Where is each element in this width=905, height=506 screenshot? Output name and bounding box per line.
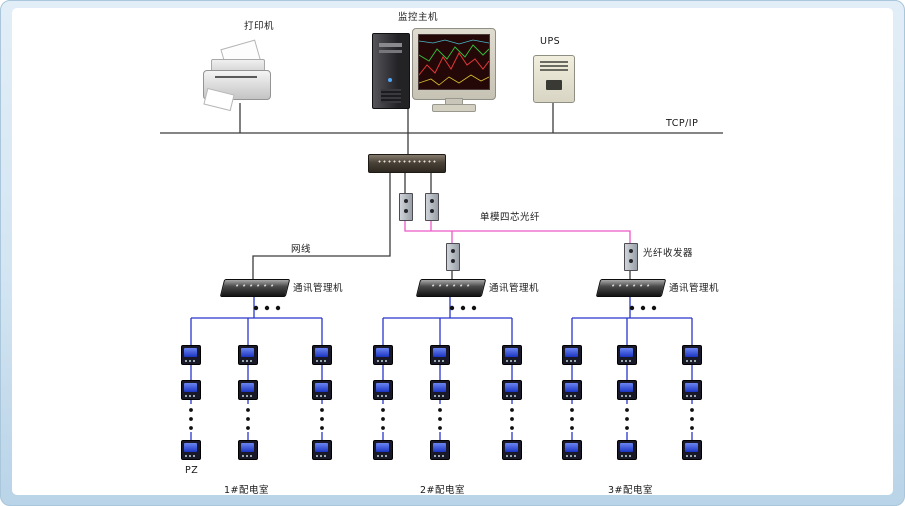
- switch-port-dots: [377, 159, 437, 164]
- host-monitor: [412, 28, 496, 100]
- ups-device: [533, 55, 575, 103]
- ups-vents: [540, 61, 568, 71]
- tower-power-led: [388, 78, 392, 82]
- meter-screen: [565, 348, 578, 357]
- meter-screen: [315, 383, 328, 392]
- comm-manager-3: [595, 279, 667, 297]
- power-meter: [373, 380, 393, 400]
- meter-screen: [315, 348, 328, 357]
- ups-label: UPS: [540, 36, 561, 47]
- power-meter: [430, 380, 450, 400]
- meter-screen: [241, 443, 254, 452]
- power-meter: [502, 380, 522, 400]
- power-meter: [617, 380, 637, 400]
- power-meter: [682, 380, 702, 400]
- meter-screen: [620, 348, 633, 357]
- meter-screen: [184, 348, 197, 357]
- power-meter: [181, 345, 201, 365]
- meter-screen: [376, 348, 389, 357]
- monitor-waveforms: [419, 35, 489, 89]
- power-meter: [617, 345, 637, 365]
- power-meter: [312, 380, 332, 400]
- power-meter: [238, 440, 258, 460]
- meter-screen: [685, 348, 698, 357]
- meter-screen: [620, 443, 633, 452]
- power-meter: [430, 345, 450, 365]
- comm-manager-2-ports: [429, 283, 475, 288]
- meter-screen: [433, 443, 446, 452]
- power-meter: [502, 345, 522, 365]
- meter-screen: [376, 443, 389, 452]
- fiber-converter-b: [425, 193, 439, 221]
- comm-manager-2-label: 通讯管理机: [489, 283, 540, 294]
- power-meter: [312, 345, 332, 365]
- fiber-converter-right: [624, 243, 638, 271]
- power-meter: [181, 440, 201, 460]
- meter-screen: [620, 383, 633, 392]
- meter-screen: [685, 383, 698, 392]
- meter-screen: [376, 383, 389, 392]
- meter-screen: [505, 443, 518, 452]
- meter-screen: [184, 443, 197, 452]
- meter-screen: [433, 383, 446, 392]
- ups-display: [546, 80, 562, 90]
- tower-drive-bay2: [379, 50, 402, 53]
- meter-screen: [685, 443, 698, 452]
- meter-type-label: PZ: [185, 465, 199, 476]
- ethernet-switch: [368, 154, 446, 173]
- printer-device: [203, 39, 273, 112]
- power-meter: [238, 345, 258, 365]
- tower-drive-bay: [379, 43, 402, 47]
- host-label: 监控主机: [398, 12, 439, 23]
- power-meter: [682, 345, 702, 365]
- fiber-label: 单模四芯光纤: [480, 212, 541, 223]
- tcpip-label: TCP/IP: [666, 118, 699, 129]
- comm-manager-1: [219, 279, 291, 297]
- meter-screen: [505, 348, 518, 357]
- power-meter: [238, 380, 258, 400]
- printer-slot: [215, 76, 257, 78]
- power-meter: [430, 440, 450, 460]
- fiber-converter-mid: [446, 243, 460, 271]
- power-meter: [373, 345, 393, 365]
- meter-screen: [184, 383, 197, 392]
- comm-manager-3-label: 通讯管理机: [669, 283, 720, 294]
- comm-manager-1-ports: [233, 283, 279, 288]
- comm-manager-3-ports: [609, 283, 655, 288]
- power-meter: [682, 440, 702, 460]
- power-meter: [181, 380, 201, 400]
- power-meter: [312, 440, 332, 460]
- meter-screen: [433, 348, 446, 357]
- fiber-transceiver-label: 光纤收发器: [643, 248, 694, 259]
- monitor-stand-base: [432, 104, 476, 112]
- host-tower: [372, 33, 410, 109]
- fiber-converter-a: [399, 193, 413, 221]
- meter-screen: [565, 383, 578, 392]
- comm-manager-1-label: 通讯管理机: [293, 283, 344, 294]
- meter-screen: [315, 443, 328, 452]
- power-meter: [502, 440, 522, 460]
- printer-label: 打印机: [244, 21, 275, 32]
- meter-screen: [241, 348, 254, 357]
- meter-screen: [565, 443, 578, 452]
- room-2-label: 2#配电室: [420, 485, 466, 496]
- power-meter: [562, 345, 582, 365]
- monitor-screen: [418, 34, 490, 90]
- room-3-label: 3#配电室: [608, 485, 654, 496]
- net-cable-label: 网线: [291, 244, 312, 255]
- meter-screen: [241, 383, 254, 392]
- power-meter: [562, 380, 582, 400]
- power-meter: [617, 440, 637, 460]
- tower-vent-grill: [381, 89, 401, 103]
- power-meter: [373, 440, 393, 460]
- room-1-label: 1#配电室: [224, 485, 270, 496]
- comm-manager-2: [415, 279, 487, 297]
- power-meter: [562, 440, 582, 460]
- meter-screen: [505, 383, 518, 392]
